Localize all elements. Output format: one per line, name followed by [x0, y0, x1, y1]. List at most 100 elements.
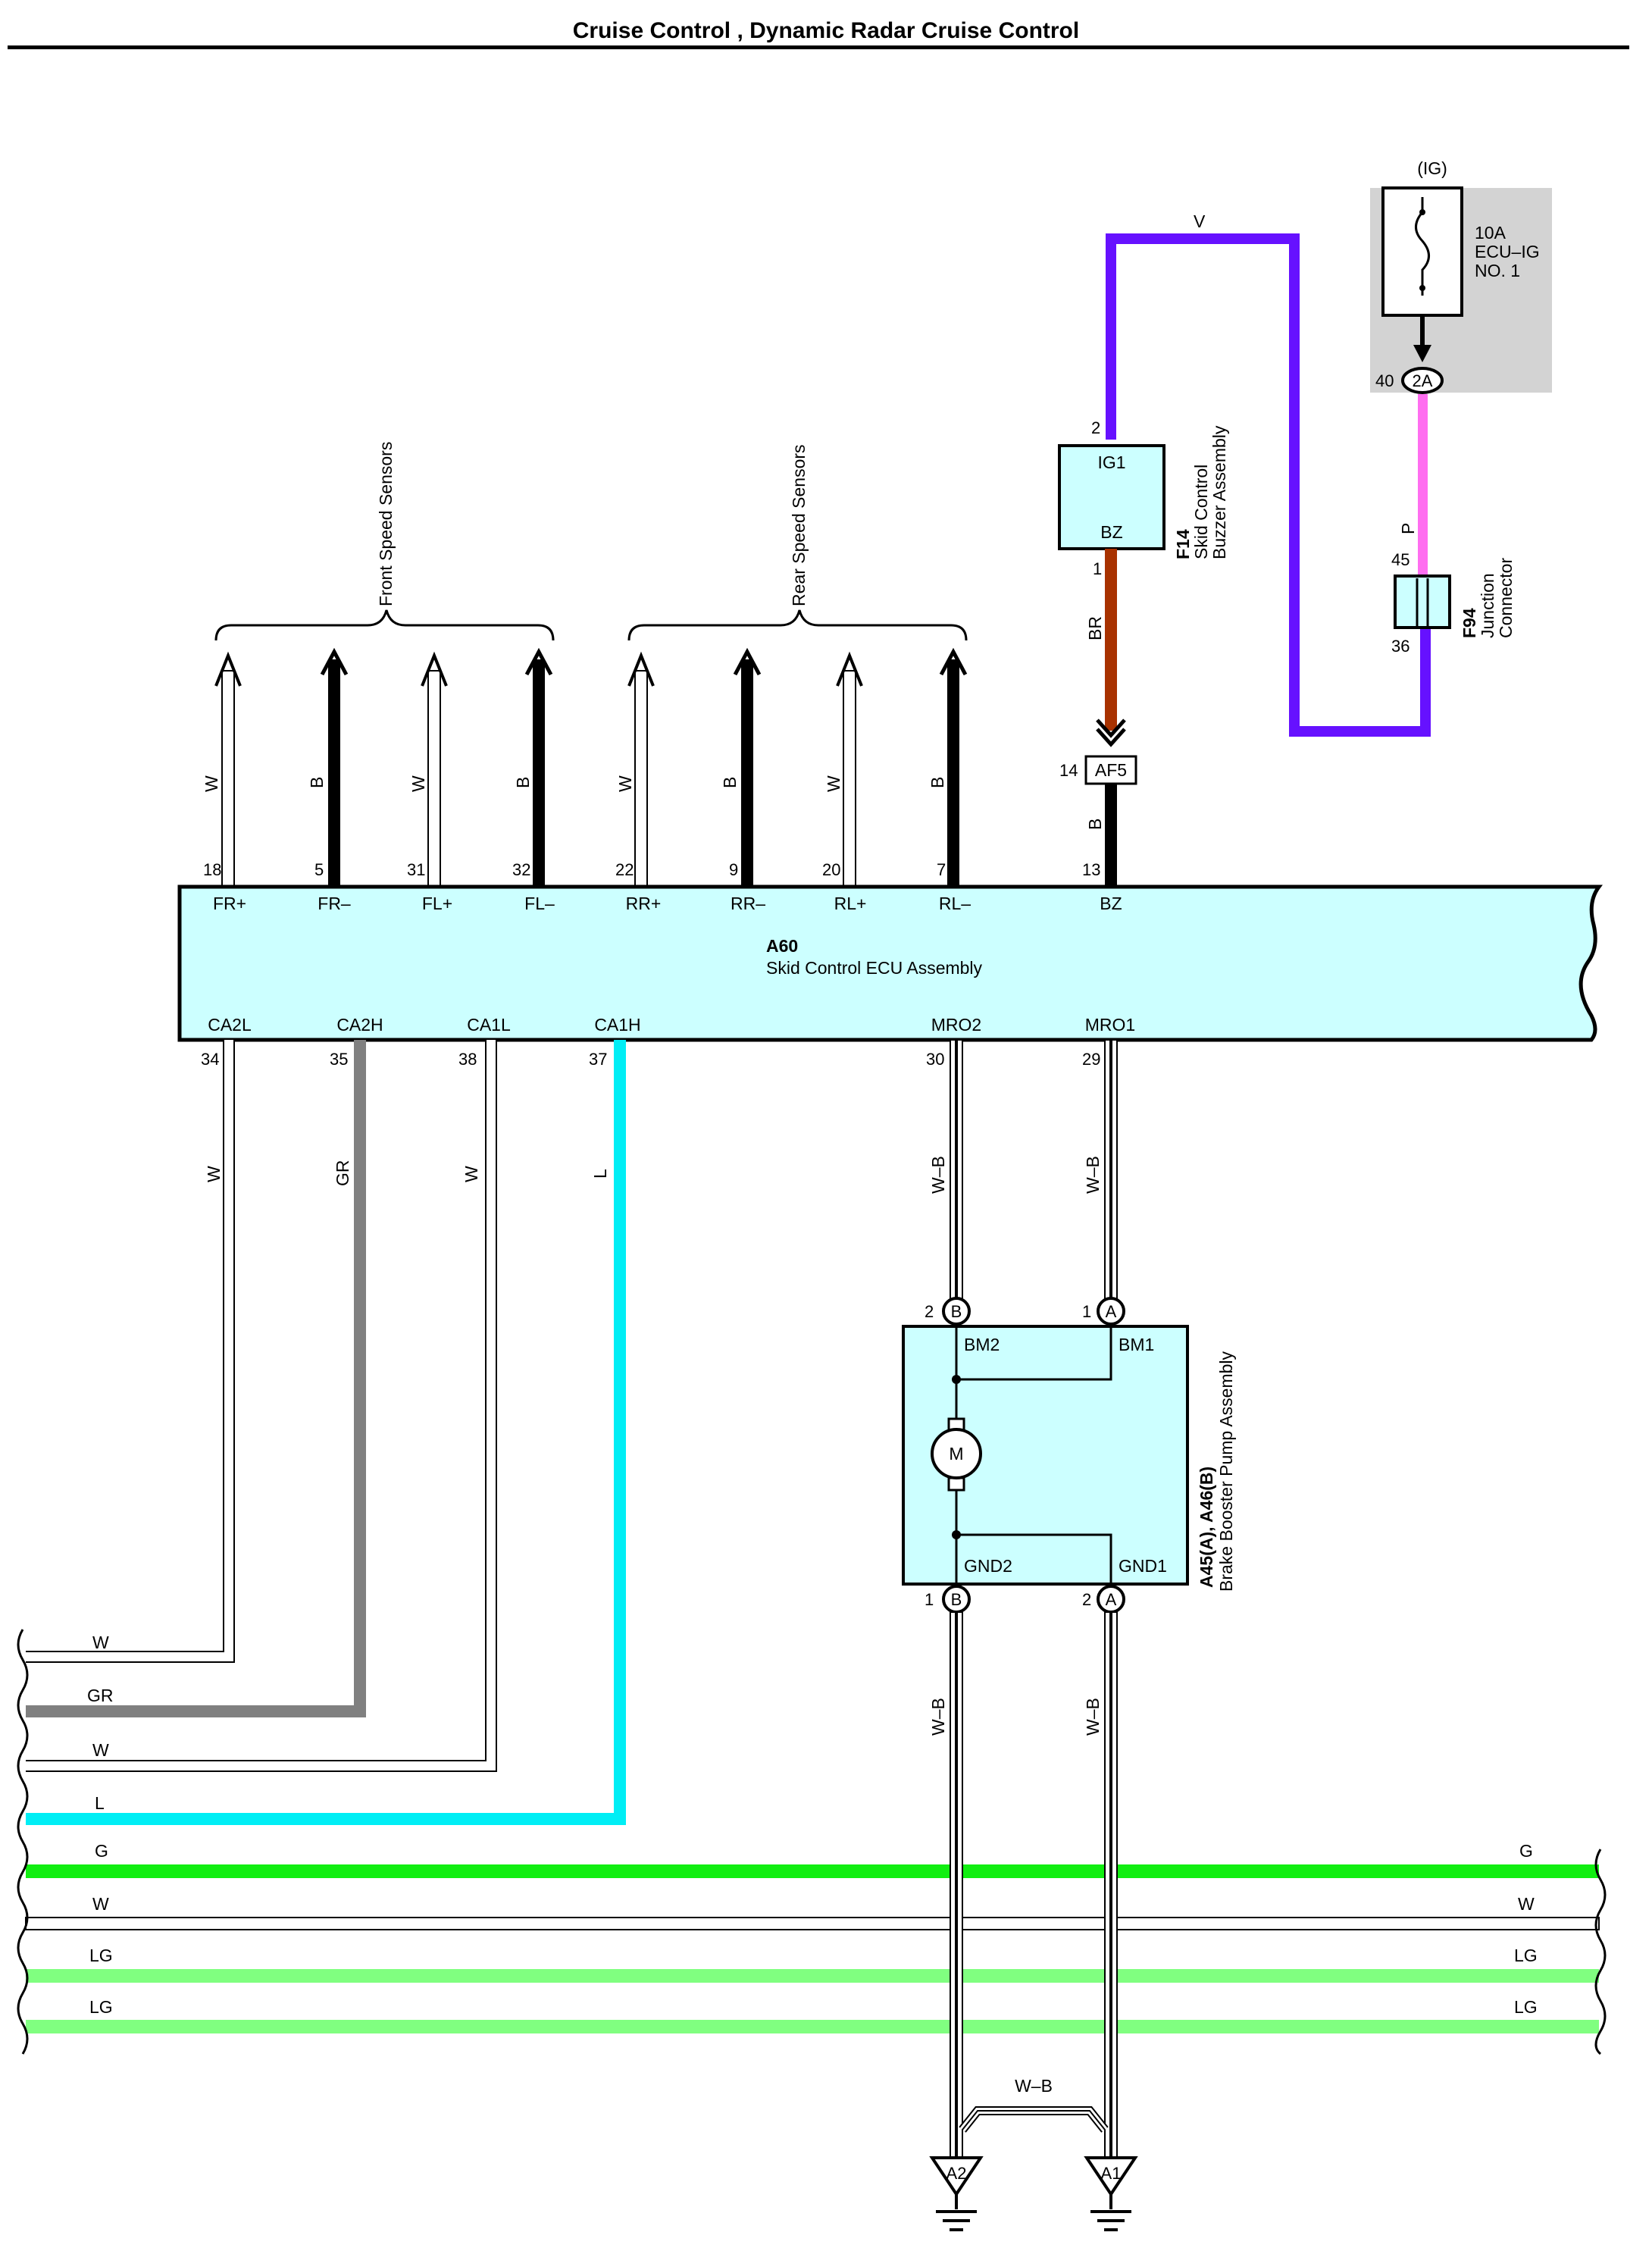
ecu-terminal: MRO2	[931, 1015, 981, 1035]
ecu-code: A60	[766, 936, 798, 956]
fuse-block: (IG) 10A ECU–IG NO. 1 2A 40	[1370, 158, 1552, 394]
title-rule	[8, 45, 1629, 49]
ecu-terminal: RL+	[834, 894, 867, 913]
wire-rr-plus	[627, 651, 655, 888]
left-break-edge	[17, 1629, 29, 2055]
pin-number: 31	[407, 860, 425, 879]
pump-term-bm2: BM2	[964, 1335, 1000, 1354]
ig-source-label: (IG)	[1417, 158, 1447, 178]
pump-pin: 1	[925, 1590, 934, 1609]
wire-rl-plus	[836, 651, 863, 888]
junction-name-1: Junction	[1478, 573, 1497, 638]
ecu-terminal: RR–	[731, 894, 765, 913]
fuse-name-2: NO. 1	[1475, 261, 1520, 280]
wire-rr-minus	[733, 647, 762, 887]
junction-name-2: Connector	[1496, 558, 1516, 638]
pin-number: 5	[314, 860, 324, 879]
left-bus-label: L	[95, 1793, 105, 1813]
through-bus-label: G	[95, 1841, 108, 1861]
wire-rl-minus	[939, 647, 968, 887]
junction-pin-top: 45	[1391, 550, 1410, 569]
pin-number: 13	[1082, 860, 1100, 879]
pin-number: 35	[330, 1050, 348, 1069]
top-wire-color-labels: W B W B W B W B	[202, 775, 947, 792]
wire-color-label: W	[202, 775, 221, 792]
can-wires	[26, 1040, 626, 1825]
wire-p-label: P	[1398, 523, 1418, 534]
motor-label: M	[949, 1444, 963, 1464]
mro-wires	[950, 1039, 1118, 1304]
ecu-terminal: RR+	[626, 894, 662, 913]
pump-term-gnd1: GND1	[1119, 1556, 1167, 1576]
wire-br	[1105, 549, 1117, 731]
through-bus-label-right: W	[1518, 1894, 1535, 1914]
connector-arrow	[1096, 728, 1126, 747]
pin-number: 20	[822, 860, 840, 879]
pump-conn: A	[1106, 1302, 1117, 1321]
ecu-terminal: FR–	[318, 894, 351, 913]
junction-pin-bottom: 36	[1391, 637, 1410, 656]
wire-color-label: W	[461, 1166, 481, 1182]
through-bus-label: LG	[89, 1997, 113, 2017]
through-bus-label-right: G	[1519, 1841, 1533, 1861]
pump-pin: 1	[1082, 1302, 1091, 1321]
front-sensor-bracket: Front Speed Sensors	[214, 442, 555, 641]
wire-color-label: W	[824, 775, 843, 792]
pin-number: 38	[458, 1050, 477, 1069]
ground-a2: A2	[929, 2156, 984, 2231]
ecu-terminal: CA2H	[336, 1015, 383, 1035]
right-break-edge	[1594, 1849, 1607, 2055]
fuse-pin: 40	[1375, 371, 1394, 390]
wire-color-label: W	[615, 775, 635, 792]
ecu-terminal: CA1L	[467, 1015, 511, 1035]
ecu-terminal: CA1H	[594, 1015, 640, 1035]
wire-color-label: GR	[333, 1160, 352, 1187]
wire-color-label: W–B	[928, 1156, 948, 1194]
pump-conn: A	[1106, 1590, 1117, 1609]
wire-color-label: W	[408, 775, 428, 792]
ground-label: A1	[1101, 2164, 1122, 2183]
pump-term-gnd2: GND2	[964, 1556, 1012, 1576]
page-title: Cruise Control , Dynamic Radar Cruise Co…	[573, 18, 1079, 43]
pin-number: 32	[512, 860, 530, 879]
wire-br-label: BR	[1085, 616, 1105, 640]
pin-number: 34	[201, 1050, 219, 1069]
pin-number: 7	[937, 860, 946, 879]
wire-color-label: B	[720, 777, 740, 788]
rear-speed-sensors-label: Rear Speed Sensors	[789, 444, 809, 606]
af5-pin: 14	[1059, 761, 1078, 780]
buzzer-term-bz: BZ	[1100, 522, 1122, 542]
pin-number: 29	[1082, 1050, 1100, 1069]
buzzer-name-1: Skid Control	[1191, 465, 1211, 559]
pump-name: Brake Booster Pump Assembly	[1216, 1351, 1236, 1592]
pin-number: 18	[203, 860, 221, 879]
bridge-wire-label: W–B	[1015, 2076, 1053, 2096]
ecu-terminal: RL–	[939, 894, 971, 913]
pin-number: 22	[615, 860, 634, 879]
wire-color-label: B	[513, 777, 533, 788]
wire-color-label: B	[928, 777, 947, 788]
through-bus-label-right: LG	[1514, 1946, 1538, 1965]
rear-sensor-bracket: Rear Speed Sensors	[627, 444, 968, 641]
buzzer-pin-top: 2	[1091, 418, 1100, 437]
ecu-terminal: FL+	[422, 894, 452, 913]
brake-booster-pump: B A 2 1 B A 1 2 BM2 BM1 GND2 GND1 M A45(…	[902, 1297, 1236, 1614]
wire-fl-minus	[524, 647, 553, 887]
ecu-terminal: CA2L	[208, 1015, 252, 1035]
buzzer-pin-bottom: 1	[1093, 559, 1102, 578]
connector-2a-label: 2A	[1413, 371, 1433, 390]
ecu-terminal: BZ	[1100, 894, 1122, 913]
through-bus-label: LG	[89, 1946, 113, 1965]
wire-color-label: W–B	[1083, 1156, 1103, 1194]
ecu-terminal: FL–	[524, 894, 555, 913]
ground-wire-label: W–B	[928, 1698, 948, 1736]
pump-conn: B	[951, 1302, 962, 1321]
top-pin-numbers: 18 5 31 32 22 9 20 7 13	[203, 860, 1100, 879]
connector-2a	[1401, 367, 1444, 394]
pin-number: 30	[926, 1050, 944, 1069]
wire-fl-plus	[421, 651, 448, 888]
pump-pin: 2	[1082, 1590, 1091, 1609]
wire-color-label: W	[204, 1166, 224, 1182]
wire-bz	[1105, 784, 1117, 887]
